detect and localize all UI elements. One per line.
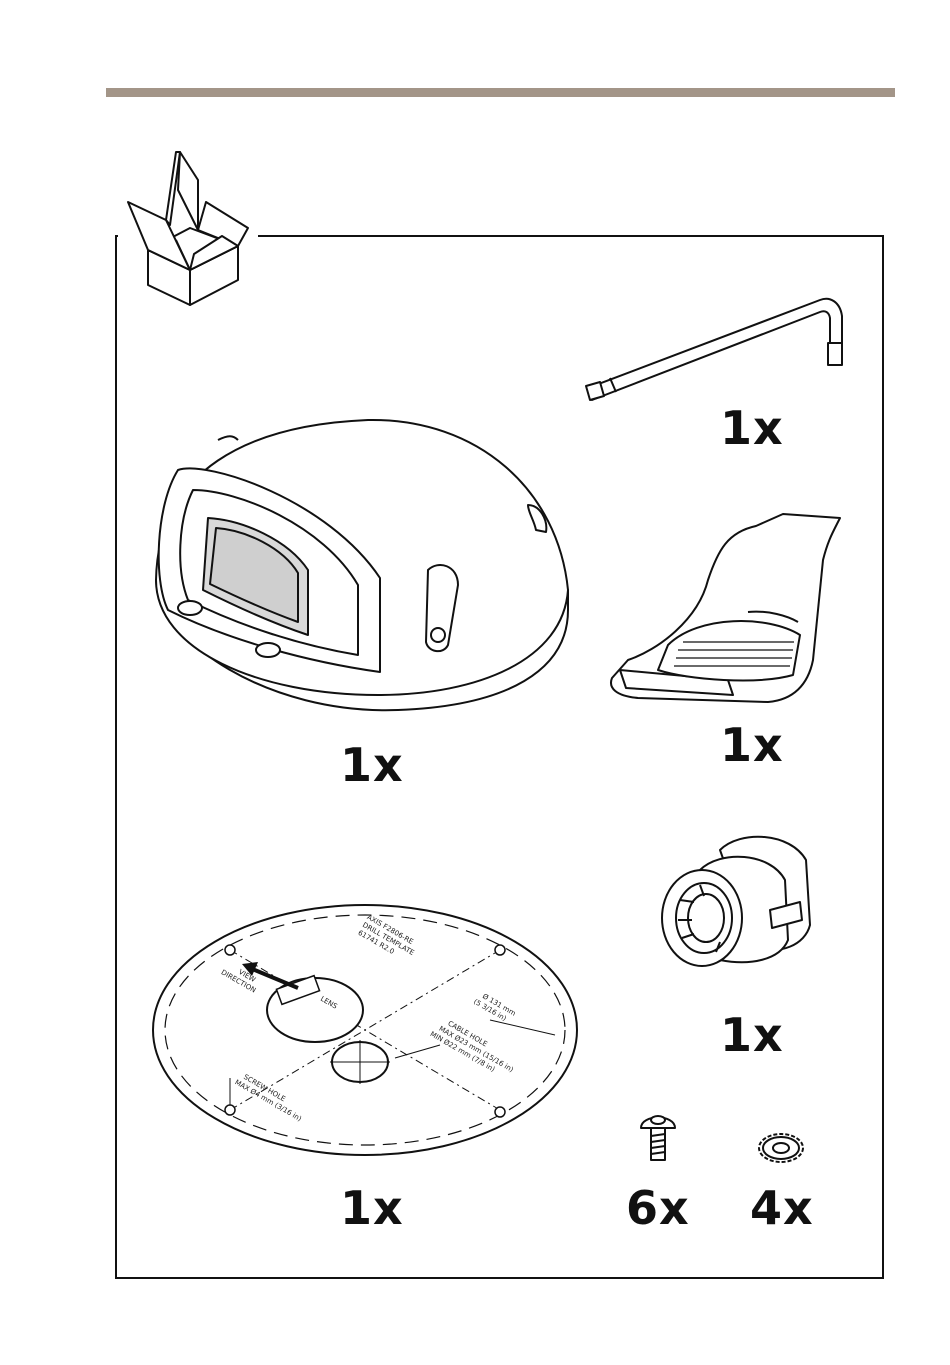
camera-quantity: 1x	[340, 742, 404, 788]
open-box-icon	[118, 150, 258, 310]
screws-quantity: 6x	[626, 1185, 690, 1231]
washers-quantity: 4x	[750, 1185, 814, 1231]
washer-icon	[756, 1128, 806, 1168]
connector-quantity: 1x	[720, 1012, 784, 1058]
removal-tool-icon	[608, 510, 848, 710]
package-icon-area	[118, 150, 258, 310]
header-rule	[106, 88, 895, 97]
torx-key-icon	[580, 288, 850, 408]
screw-icon	[638, 1108, 678, 1164]
camera-dome-icon	[148, 410, 588, 730]
drill-template-icon: AXIS F2806-RE DRILL TEMPLATE 61741 R2.0 …	[150, 900, 590, 1160]
tool-quantity: 1x	[720, 722, 784, 768]
cable-gland-icon	[660, 830, 820, 980]
key-quantity: 1x	[720, 405, 784, 451]
drill-template-quantity: 1x	[340, 1185, 404, 1231]
